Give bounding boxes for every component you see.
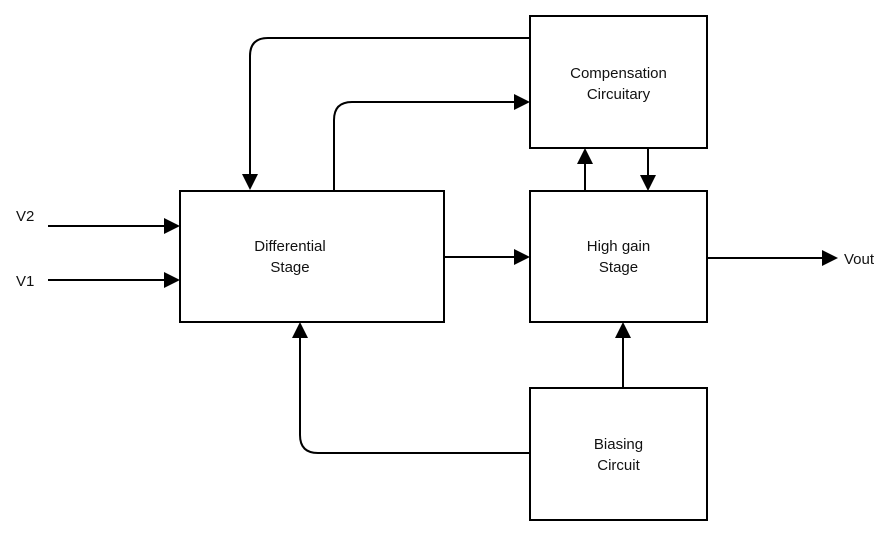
compensation-to-differential-line — [249, 37, 530, 176]
compensation-to-highgain-arrowhead — [640, 175, 656, 191]
differential-to-compensation-line — [333, 101, 516, 190]
differential-label-line1: Differential — [254, 238, 325, 255]
compensation-circuitary-block: Compensation Circuitary — [529, 15, 708, 149]
compensation-label-line2: Circuitary — [587, 86, 651, 103]
differential-stage-box — [179, 190, 445, 323]
differential-label-line2: Stage — [270, 259, 309, 276]
v2-label: V2 — [16, 208, 34, 225]
biasing-to-highgain-arrowhead — [615, 322, 631, 338]
v2-arrowhead — [164, 218, 180, 234]
high-gain-stage-block: High gain Stage — [529, 190, 708, 323]
differential-to-highgain-arrowhead — [514, 249, 530, 265]
biasing-circuit-box — [529, 387, 708, 521]
biasing-to-differential-arrowhead — [292, 322, 308, 338]
highgain-to-compensation-arrowhead — [577, 148, 593, 164]
vout-arrowhead — [822, 250, 838, 266]
biasing-label-line1: Biasing — [594, 436, 643, 453]
v1-arrowhead — [164, 272, 180, 288]
compensation-to-differential-arrowhead — [242, 174, 258, 190]
biasing-to-differential-line — [299, 336, 530, 454]
differential-to-compensation-arrowhead — [514, 94, 530, 110]
v1-label: V1 — [16, 273, 34, 290]
compensation-circuitary-box — [529, 15, 708, 149]
connectors — [48, 37, 838, 454]
differential-stage-block: Differential Stage — [179, 190, 445, 323]
biasing-label-line2: Circuit — [597, 457, 640, 474]
biasing-circuit-block: Biasing Circuit — [529, 387, 708, 521]
compensation-label-line1: Compensation — [570, 65, 667, 82]
high-gain-label-line1: High gain — [587, 238, 650, 255]
high-gain-stage-box — [529, 190, 708, 323]
vout-label: Vout — [844, 251, 875, 268]
high-gain-label-line2: Stage — [599, 259, 638, 276]
